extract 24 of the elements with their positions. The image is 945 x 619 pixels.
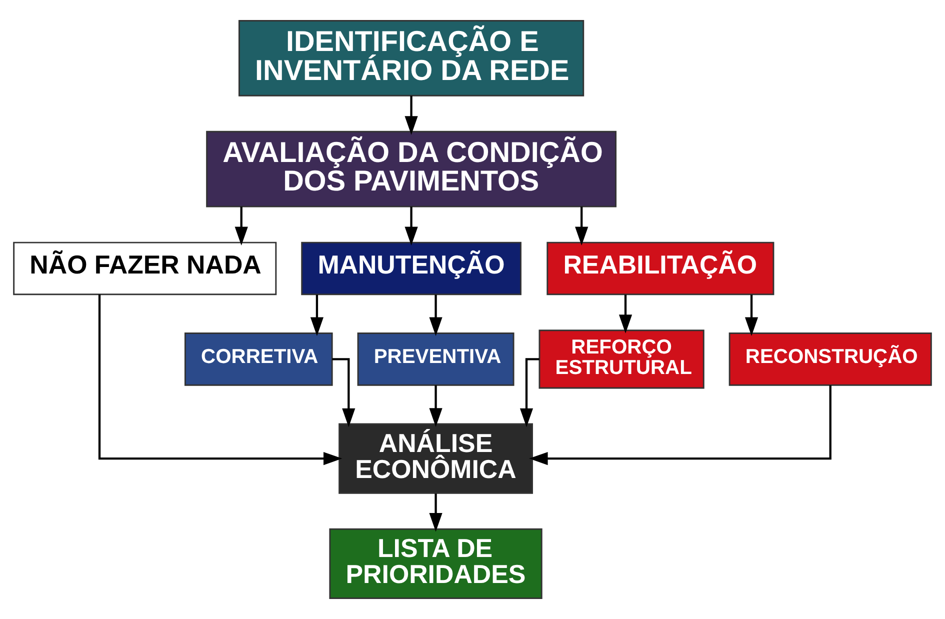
- arrow: [404, 206, 418, 246]
- arrow: [429, 294, 442, 336]
- arrow: [744, 294, 758, 336]
- arrow: [404, 96, 418, 135]
- node-box: AVALIAÇÃO DA CONDIÇÃO DOS PAVIMENTOS: [206, 130, 616, 208]
- node-box: REABILITAÇÃO: [546, 242, 774, 296]
- arrow: [98, 294, 342, 466]
- node-box: CORRETIVA: [184, 332, 333, 386]
- arrow: [429, 385, 442, 427]
- node-box: IDENTIFICAÇÃO E INVENTÁRIO DA REDE: [238, 20, 584, 96]
- node-box: REFORÇO ESTRUTURAL: [538, 330, 704, 389]
- node-box: RECONSTRUÇÃO: [728, 332, 932, 386]
- node-box: MANUTENÇÃO: [301, 242, 522, 296]
- node-box: PREVENTIVA: [357, 332, 514, 386]
- node-box: ANÁLISE ECONÔMICA: [338, 423, 533, 494]
- arrow: [429, 494, 442, 532]
- node-box: NÃO FAZER NADA: [13, 242, 277, 296]
- arrow: [234, 206, 248, 246]
- arrow: [520, 358, 540, 428]
- arrow: [618, 294, 632, 334]
- arrow: [310, 294, 324, 336]
- arrow: [529, 385, 832, 466]
- arrow: [575, 206, 588, 246]
- node-box: LISTA DE PRIORIDADES: [329, 528, 542, 599]
